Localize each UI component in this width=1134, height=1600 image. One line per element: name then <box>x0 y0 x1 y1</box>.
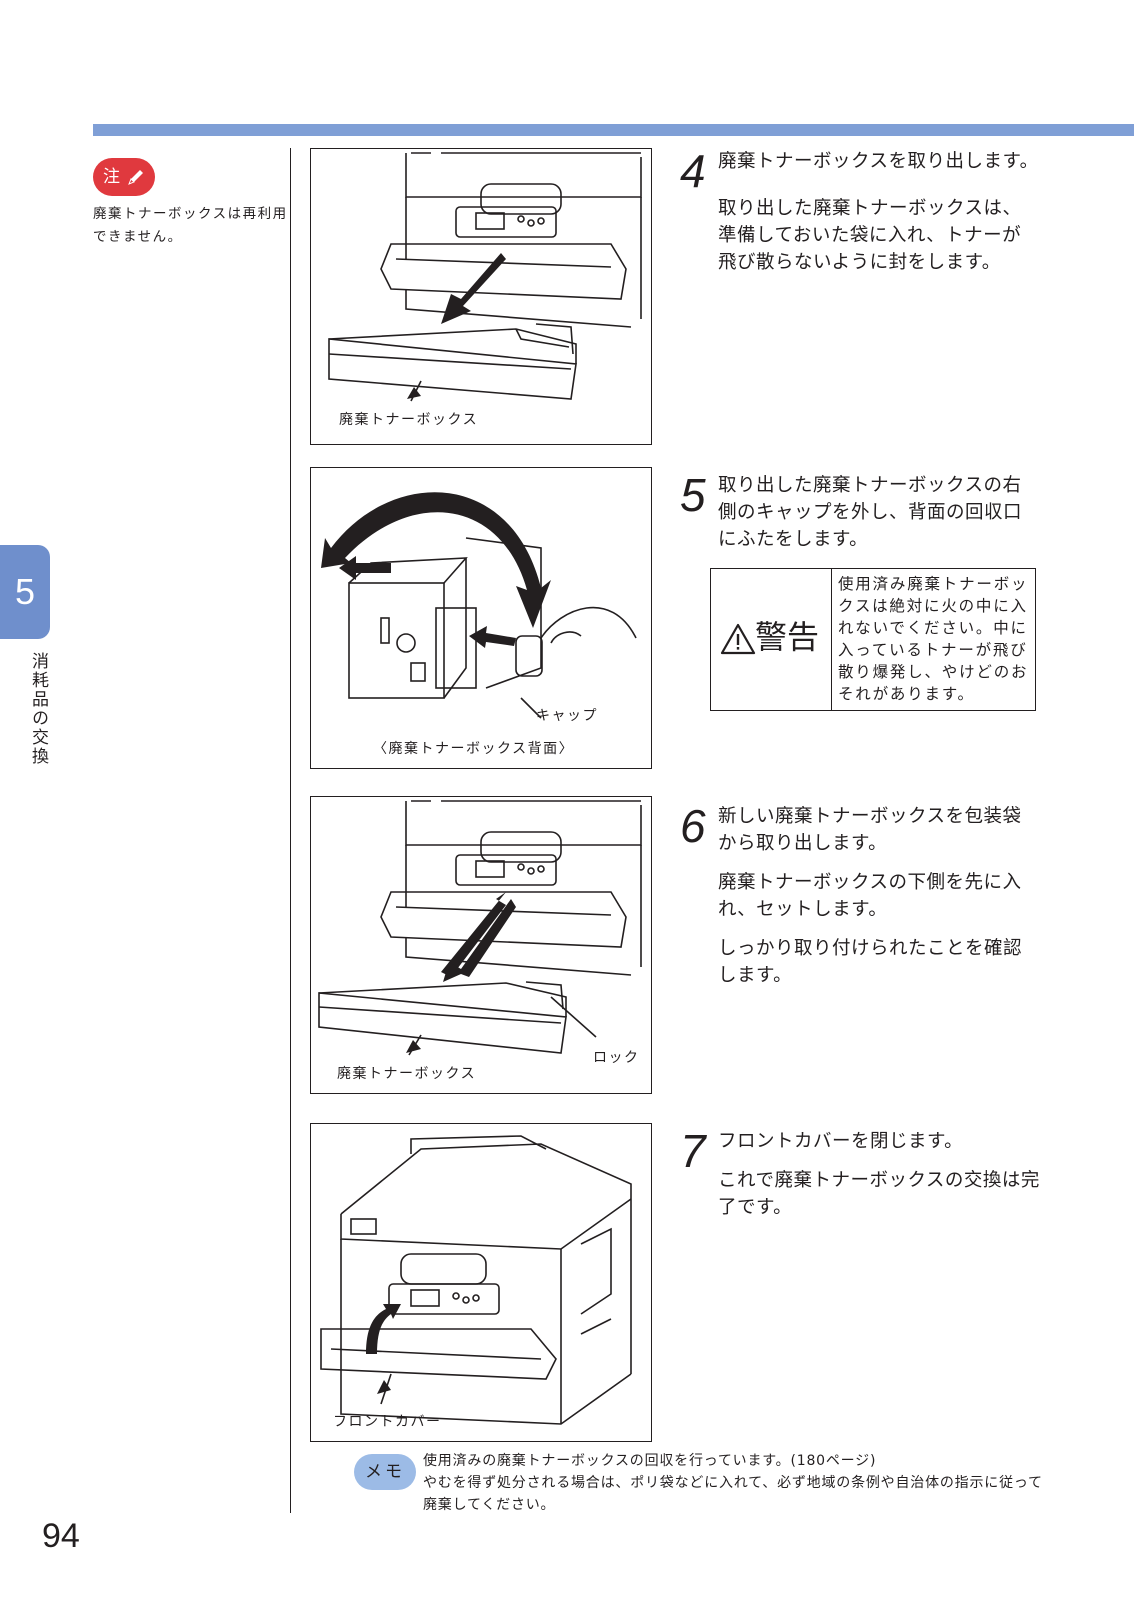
warning-label: 警告 <box>755 618 820 656</box>
step-5: 5 取り出した廃棄トナーボックスの右側のキャップを外し、背面の回収口にふたをしま… <box>680 472 1040 553</box>
toner-box-label: 廃棄トナーボックス <box>339 412 479 428</box>
step-body: 取り出した廃棄トナーボックスは、準備しておいた袋に入れ、トナーが飛び散らないよう… <box>718 198 1022 273</box>
step-heading: 廃棄トナーボックスを取り出します。 <box>718 151 1039 172</box>
toner-box-back-caption: 〈廃棄トナーボックス背面〉 <box>373 741 575 757</box>
warning-box: 警告 使用済み廃棄トナーボックスは絶対に火の中に入れないでください。中に入ってい… <box>710 568 1036 711</box>
memo-line-2: やむを得ず処分される場合は、ポリ袋などに入れて、必ず地域の条例や自治体の指示に従… <box>423 1475 1043 1513</box>
step-heading: 新しい廃棄トナーボックスを包装袋から取り出します。 <box>718 806 1022 854</box>
note-badge: 注 <box>93 158 155 196</box>
figure-install-toner-box: ロック 廃棄トナーボックス <box>310 796 652 1094</box>
column-divider <box>290 148 291 1513</box>
memo-badge: メモ <box>354 1454 416 1490</box>
step-body: しっかり取り付けられたことを確認します。 <box>718 938 1023 986</box>
figure-cap-removal: キャップ 〈廃棄トナーボックス背面〉 <box>310 467 652 769</box>
printer-illustration-remove <box>328 152 642 402</box>
step-body: 廃棄トナーボックスの下側を先に入れ、セットします。 <box>718 872 1022 920</box>
printer-illustration-install <box>318 800 642 1056</box>
warning-triangle-icon <box>720 623 756 655</box>
lock-label: ロック <box>593 1050 640 1066</box>
figure-close-front-cover: フロントカバー <box>310 1123 652 1442</box>
memo-text: 使用済みの廃棄トナーボックスの回収を行っています。(180ページ) やむを得ず処… <box>423 1450 1043 1516</box>
note-text: 廃棄トナーボックスは再利用できません。 <box>93 206 288 245</box>
front-cover-label: フロントカバー <box>333 1414 442 1430</box>
figure-remove-toner-box: 廃棄トナーボックス <box>310 148 652 445</box>
step-number: 7 <box>680 1125 706 1177</box>
header-bar <box>93 124 1134 136</box>
note-badge-label: 注 <box>103 167 120 187</box>
chapter-tab[interactable]: 5 <box>0 545 50 639</box>
step-6: 6 新しい廃棄トナーボックスを包装袋から取り出します。 廃棄トナーボックスの下側… <box>680 803 1040 989</box>
warning-label-cell: 警告 <box>711 569 832 710</box>
step-heading: フロントカバーを閉じます。 <box>718 1131 964 1152</box>
toner-box-label-2: 廃棄トナーボックス <box>337 1066 477 1082</box>
step-number: 4 <box>680 145 706 197</box>
step-number: 5 <box>680 469 706 521</box>
cap-label: キャップ <box>536 708 598 724</box>
step-4: 4 廃棄トナーボックスを取り出します。 取り出した廃棄トナーボックスは、準備して… <box>680 148 1040 276</box>
toner-box-back-illustration <box>321 492 637 719</box>
page-number: 94 <box>42 1517 80 1555</box>
step-heading: 取り出した廃棄トナーボックスの右側のキャップを外し、背面の回収口にふたをします。 <box>718 475 1023 550</box>
pencil-icon <box>128 170 143 185</box>
warning-text: 使用済み廃棄トナーボックスは絶対に火の中に入れないでください。中に入っているトナ… <box>838 575 1029 703</box>
printer-closed-illustration <box>320 1135 632 1425</box>
step-number: 6 <box>680 800 706 852</box>
memo-line-1: 使用済みの廃棄トナーボックスの回収を行っています。(180ページ) <box>423 1453 877 1469</box>
step-body: これで廃棄トナーボックスの交換は完了です。 <box>718 1170 1040 1218</box>
chapter-title: 消耗品の交換 <box>28 652 48 766</box>
step-7: 7 フロントカバーを閉じます。 これで廃棄トナーボックスの交換は完了です。 <box>680 1128 1040 1221</box>
